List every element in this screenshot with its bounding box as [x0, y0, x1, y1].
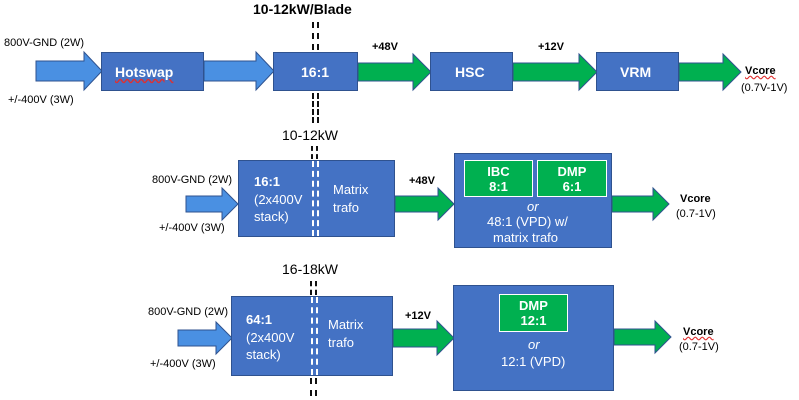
- row-3-isolation-line-bottom: [310, 378, 312, 396]
- row-3-input-top-label: 800V-GND (2W): [148, 306, 229, 318]
- hsc-box: HSC: [430, 52, 513, 91]
- row-1-isolation-line-top: [312, 22, 314, 50]
- row-2-isolation-line-inner: [312, 161, 314, 236]
- row-2-48v-arrow: [394, 186, 455, 222]
- row-2-stack-line-2: stack): [254, 209, 289, 224]
- row-3-pol-box: DMP 12:1 or 12:1 (VPD): [453, 285, 614, 391]
- row-1-ratio-box: 16:1: [273, 52, 358, 91]
- row-3-stack-line-2: stack): [246, 347, 281, 362]
- row-3-vcore-label: Vcore: [683, 326, 714, 338]
- row-2-ratio-label: 16:1: [254, 174, 281, 189]
- row-2-vcore-label: Vcore: [680, 193, 711, 205]
- row-3-converter-box: 64:1 (2x400V stack) Matrix trafo: [231, 296, 393, 376]
- row-3-stack-line-1: (2x400V: [246, 330, 295, 345]
- row-1-12v-arrow: [512, 52, 598, 92]
- vrm-label: VRM: [620, 64, 652, 80]
- row-1-48v-label: +48V: [372, 41, 398, 53]
- row-2-isolation-line-top: [311, 146, 313, 159]
- row-1-isolation-line-bottom: [312, 93, 314, 123]
- row-2-48v-label: +48V: [409, 175, 435, 187]
- row-2-or-label: or: [527, 199, 539, 214]
- row-2-alt-line-2: matrix trafo: [493, 230, 559, 245]
- row-2-input-bottom-label: +/-400V (3W): [159, 222, 225, 234]
- vrm-box: VRM: [596, 52, 679, 91]
- row-2-matrix-label: Matrix: [333, 182, 369, 197]
- row-2-input-top-label: 800V-GND (2W): [152, 174, 233, 186]
- row-3-trafo-label: trafo: [328, 335, 355, 350]
- row-2-dmp-label: DMP: [557, 164, 587, 179]
- row-3-title: 16-18kW: [282, 261, 339, 277]
- row-2-converter-box: 16:1 (2x400V stack) Matrix trafo: [238, 160, 395, 237]
- ibc-label: IBC: [487, 164, 510, 179]
- ibc-ratio: 8:1: [489, 179, 508, 194]
- row-3-isolation-line-inner: [311, 297, 313, 375]
- row-3-vcore-range: (0.7-1V): [679, 341, 719, 353]
- row-1-ratio-label: 16:1: [301, 64, 330, 80]
- row-1-input-top-label: 800V-GND (2W): [4, 37, 85, 49]
- row-1-isolation-line-top: [317, 22, 319, 50]
- row-1-vcore-label: Vcore: [745, 65, 776, 77]
- row-3-dmp-box: DMP 12:1: [499, 294, 568, 332]
- row-1-isolation-line-bottom: [317, 93, 319, 123]
- row-3-or-label: or: [528, 337, 540, 352]
- row-2-dmp-ratio: 6:1: [562, 179, 582, 194]
- row-1-input-bottom-label: +/-400V (3W): [8, 94, 74, 106]
- row-3-isolation-line-inner: [316, 297, 318, 375]
- row-3-12v-label: +12V: [405, 310, 431, 322]
- row-2-alt-line-1: 48:1 (VPD) w/: [487, 214, 568, 229]
- row-2-title: 10-12kW: [282, 127, 339, 143]
- hsc-label: HSC: [455, 64, 485, 80]
- row-3-dmp-ratio: 12:1: [520, 313, 547, 328]
- row-2-input-arrow: [185, 186, 239, 222]
- row-3-input-bottom-label: +/-400V (3W): [150, 358, 216, 370]
- row-1-input-arrow: [35, 50, 103, 92]
- row-3-matrix-label: Matrix: [328, 317, 364, 332]
- hotswap-label: Hotswap: [115, 64, 174, 80]
- row-1-48v-arrow: [357, 52, 432, 92]
- row-3-input-arrow: [177, 320, 233, 356]
- row-1-12v-label: +12V: [538, 41, 564, 53]
- row-1-vcore-range: (0.7V-1V): [741, 82, 788, 94]
- row-2-pol-box: IBC 8:1 DMP 6:1 or 48:1 (VPD) w/ matrix …: [454, 153, 612, 248]
- row-3-12v-arrow: [392, 319, 455, 357]
- row-3-isolation-line-top: [310, 281, 312, 295]
- row-3-alt-label: 12:1 (VPD): [501, 354, 566, 369]
- hotswap-box: Hotswap: [101, 52, 204, 91]
- row-2-trafo-label: trafo: [333, 200, 360, 215]
- row-2-vcore-range: (0.7-1V): [676, 208, 716, 220]
- row-1-hotswap-arrow: [203, 50, 275, 92]
- row-2-dmp-box: DMP 6:1: [537, 160, 607, 197]
- row-1-output-arrow: [678, 52, 742, 92]
- row-3-ratio-label: 64:1: [246, 312, 273, 327]
- row-2-stack-line-1: (2x400V: [254, 192, 303, 207]
- row-2-isolation-line-inner: [317, 161, 319, 236]
- row-2-output-arrow: [611, 186, 670, 222]
- ibc-box: IBC 8:1: [464, 160, 533, 197]
- row-1-title: 10-12kW/Blade: [253, 1, 352, 17]
- row-3-isolation-line-bottom: [315, 378, 317, 396]
- row-3-dmp-label: DMP: [519, 298, 548, 313]
- row-3-isolation-line-top: [315, 281, 317, 295]
- row-3-output-arrow: [613, 319, 672, 355]
- row-2-isolation-line-top: [316, 146, 318, 159]
